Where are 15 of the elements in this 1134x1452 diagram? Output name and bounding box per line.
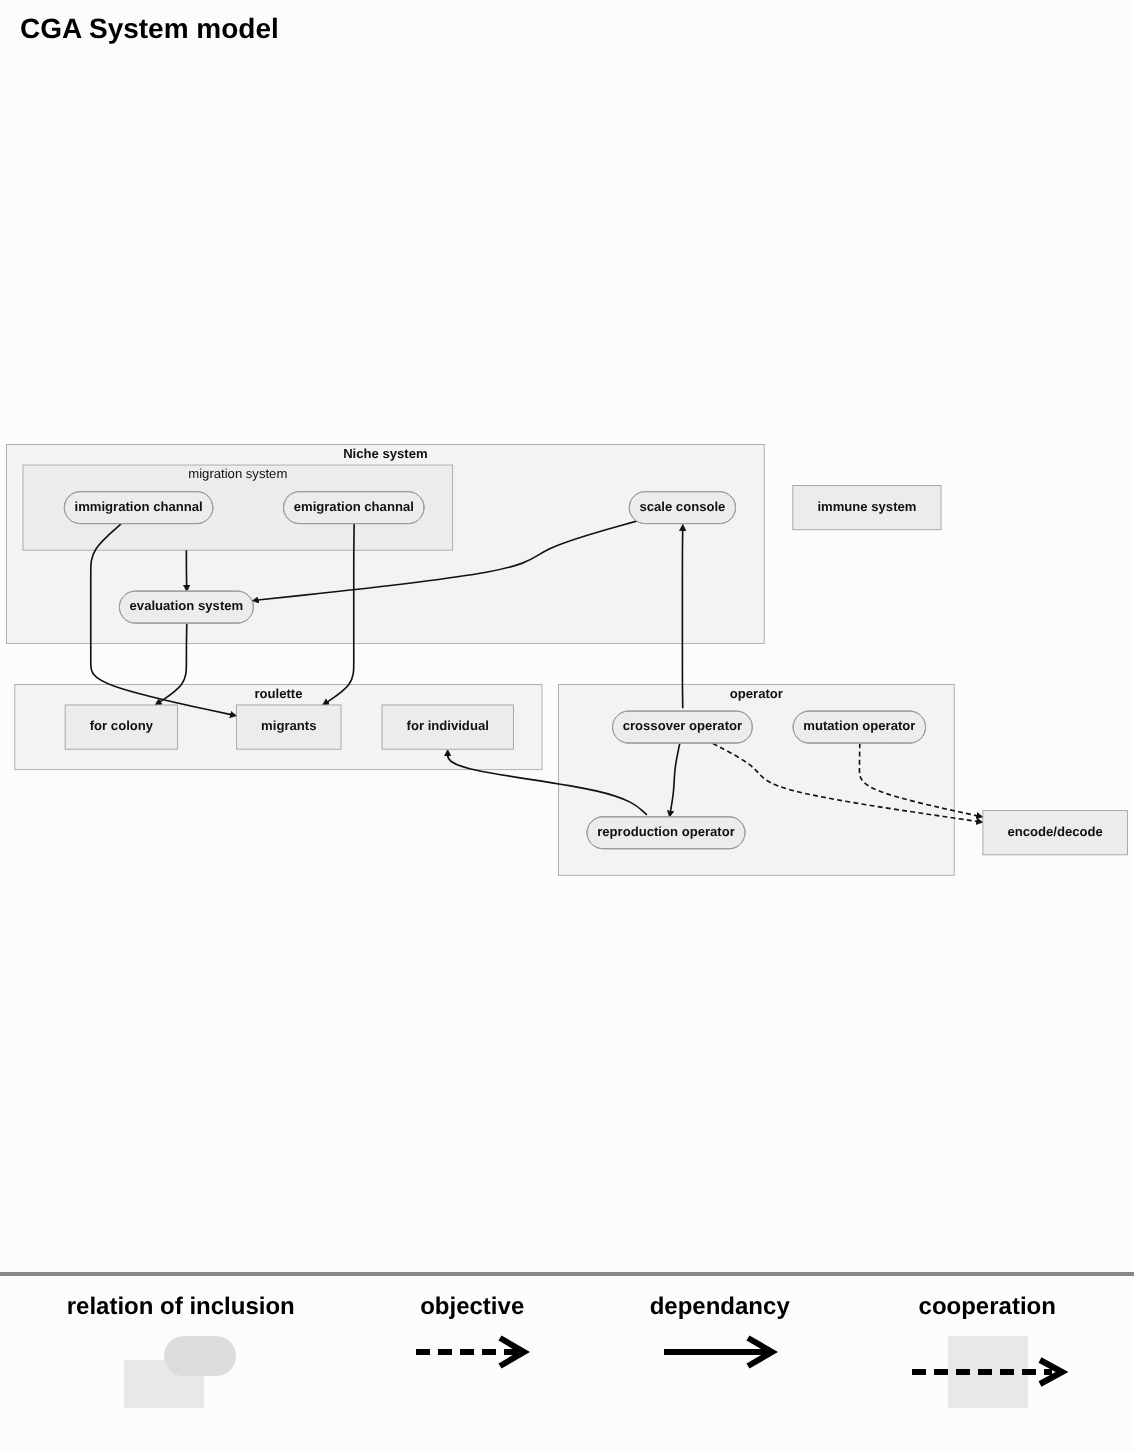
arrow (712, 742, 984, 825)
arrow (858, 742, 984, 820)
arrow (89, 523, 237, 719)
arrow (154, 622, 188, 706)
diagram-title: CGA System model (20, 12, 279, 44)
legend-label: objective (420, 1292, 525, 1320)
legend-label: dependancy (649, 1292, 790, 1320)
arrow (667, 742, 681, 818)
arrow (251, 520, 638, 604)
legend-label: relation of inclusion (66, 1292, 295, 1320)
arrow (322, 523, 355, 706)
arrow (444, 749, 648, 816)
legend-label: cooperation (918, 1292, 1056, 1320)
arrow (679, 524, 687, 710)
arrow (183, 549, 191, 592)
